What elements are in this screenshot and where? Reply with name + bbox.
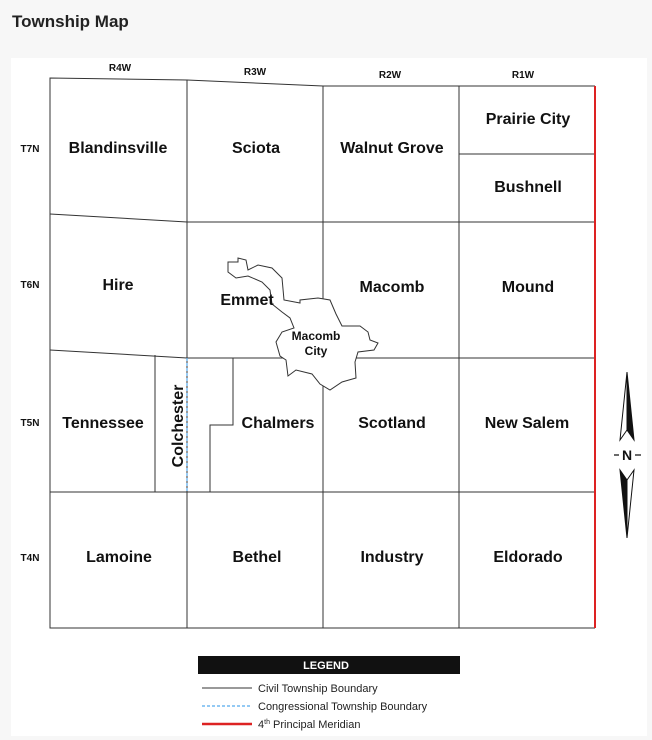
tier-label-t7n: T7N	[21, 144, 40, 155]
range-label-r2w: R2W	[379, 70, 402, 81]
township-bethel: Bethel	[233, 549, 282, 566]
tier-label-t5n: T5N	[21, 418, 40, 429]
township-emmet: Emmet	[220, 292, 274, 309]
township-sciota: Sciota	[232, 140, 280, 157]
township-mound: Mound	[502, 279, 554, 296]
city-label-city: City	[305, 344, 328, 358]
legend-title-bar	[198, 656, 460, 674]
township-blandinsville: Blandinsville	[69, 140, 168, 157]
city-label-macomb: Macomb	[292, 329, 341, 343]
north-arrow-icon: N	[614, 371, 641, 539]
range-label-r1w: R1W	[512, 70, 535, 81]
township-lamoine: Lamoine	[86, 549, 152, 566]
township-eldorado: Eldorado	[493, 549, 563, 566]
legend-meridian-label: 4th Principal Meridian	[258, 719, 360, 731]
macomb-city-boundary	[227, 257, 379, 391]
township-colchester: Colchester	[170, 385, 187, 468]
legend-civil-label: Civil Township Boundary	[258, 683, 378, 695]
range-label-r3w: R3W	[244, 67, 267, 78]
township-industry: Industry	[360, 549, 423, 566]
tier-label-t6n: T6N	[21, 280, 40, 291]
township-hire: Hire	[102, 277, 133, 294]
township-walnut-grove: Walnut Grove	[340, 140, 444, 157]
legend: LEGEND Civil Township Boundary Congressi…	[198, 656, 460, 731]
township-bushnell: Bushnell	[494, 179, 562, 196]
township-chalmers: Chalmers	[242, 415, 315, 432]
north-label: N	[622, 447, 632, 463]
legend-title: LEGEND	[303, 660, 349, 672]
township-tennessee: Tennessee	[62, 415, 144, 432]
township-scotland: Scotland	[358, 415, 426, 432]
legend-congressional-label: Congressional Township Boundary	[258, 701, 428, 713]
boundary-row-1	[49, 213, 595, 223]
township-macomb: Macomb	[360, 279, 425, 296]
range-label-r4w: R4W	[109, 63, 132, 74]
tier-label-t4n: T4N	[21, 553, 40, 564]
township-new-salem: New Salem	[485, 415, 569, 432]
page-title: Township Map	[12, 12, 129, 31]
boundary-north	[49, 77, 595, 629]
township-prairie-city: Prairie City	[486, 111, 571, 128]
boundary-colchester-east	[209, 358, 234, 492]
map-panel	[11, 58, 647, 736]
